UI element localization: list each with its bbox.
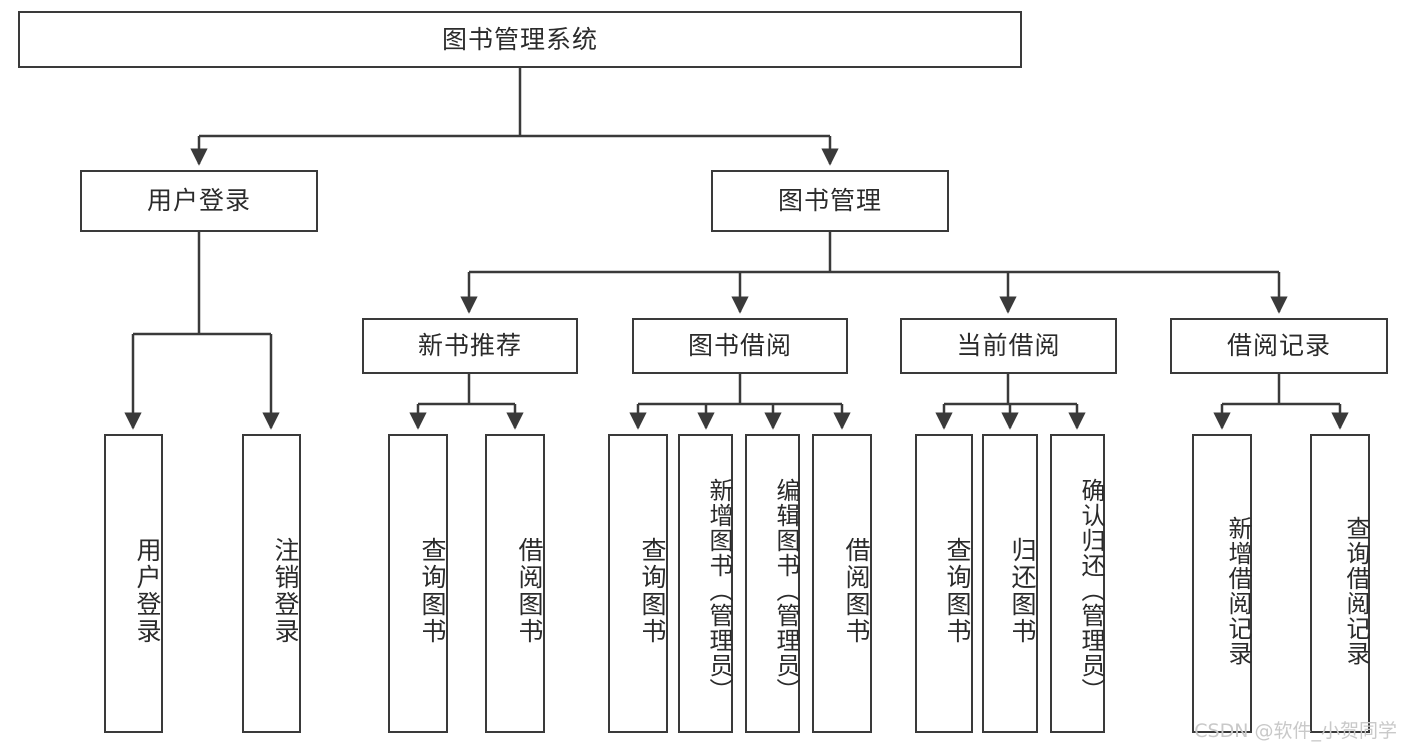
node-book-borrow[interactable]: 图书借阅 (632, 318, 848, 374)
node-label: 查询图书 (418, 536, 447, 645)
node-book-management[interactable]: 图书管理 (711, 170, 949, 232)
node-label: 新增图书（管理员） (705, 478, 733, 703)
node-label: 新增借阅记录 (1224, 515, 1252, 666)
node-label: 归还图书 (1008, 536, 1037, 645)
node-label: 编辑图书（管理员） (772, 478, 800, 703)
leaf-query-book-recommend[interactable]: 查询图书 (388, 434, 448, 733)
node-label: 图书管理系统 (441, 24, 598, 54)
node-label: 确认归还（管理员） (1077, 478, 1105, 703)
node-label: 借阅图书 (515, 536, 544, 645)
leaf-add-book-admin[interactable]: 新增图书（管理员） (678, 434, 733, 733)
leaf-query-borrow-record[interactable]: 查询借阅记录 (1310, 434, 1370, 733)
watermark-text: CSDN @软件_小贺同学 (1194, 720, 1397, 742)
leaf-query-book-borrow[interactable]: 查询图书 (608, 434, 668, 733)
node-label: 用户登录 (133, 536, 162, 645)
leaf-borrow-book[interactable]: 借阅图书 (812, 434, 872, 733)
node-system-root[interactable]: 图书管理系统 (18, 11, 1022, 68)
node-label: 查询图书 (638, 536, 667, 645)
leaf-edit-book-admin[interactable]: 编辑图书（管理员） (745, 434, 800, 733)
node-current-borrow[interactable]: 当前借阅 (900, 318, 1117, 374)
node-label: 借阅图书 (842, 536, 871, 645)
leaf-confirm-return-admin[interactable]: 确认归还（管理员） (1050, 434, 1105, 733)
node-label: 查询借阅记录 (1342, 515, 1370, 666)
node-label: 用户登录 (146, 186, 251, 215)
node-label: 当前借阅 (956, 331, 1061, 360)
leaf-borrow-book-recommend[interactable]: 借阅图书 (485, 434, 545, 733)
node-label: 图书借阅 (687, 331, 792, 360)
node-label: 注销登录 (271, 536, 300, 645)
node-new-book-recommend[interactable]: 新书推荐 (362, 318, 578, 374)
node-borrow-record[interactable]: 借阅记录 (1170, 318, 1388, 374)
leaf-user-login[interactable]: 用户登录 (104, 434, 163, 733)
node-label: 新书推荐 (417, 331, 522, 360)
leaf-query-book-current[interactable]: 查询图书 (915, 434, 973, 733)
node-user-login[interactable]: 用户登录 (80, 170, 318, 232)
node-label: 图书管理 (777, 186, 882, 215)
node-label: 查询图书 (943, 536, 972, 645)
leaf-return-book[interactable]: 归还图书 (982, 434, 1038, 733)
leaf-add-borrow-record[interactable]: 新增借阅记录 (1192, 434, 1252, 733)
node-label: 借阅记录 (1226, 331, 1331, 360)
leaf-logout[interactable]: 注销登录 (242, 434, 301, 733)
